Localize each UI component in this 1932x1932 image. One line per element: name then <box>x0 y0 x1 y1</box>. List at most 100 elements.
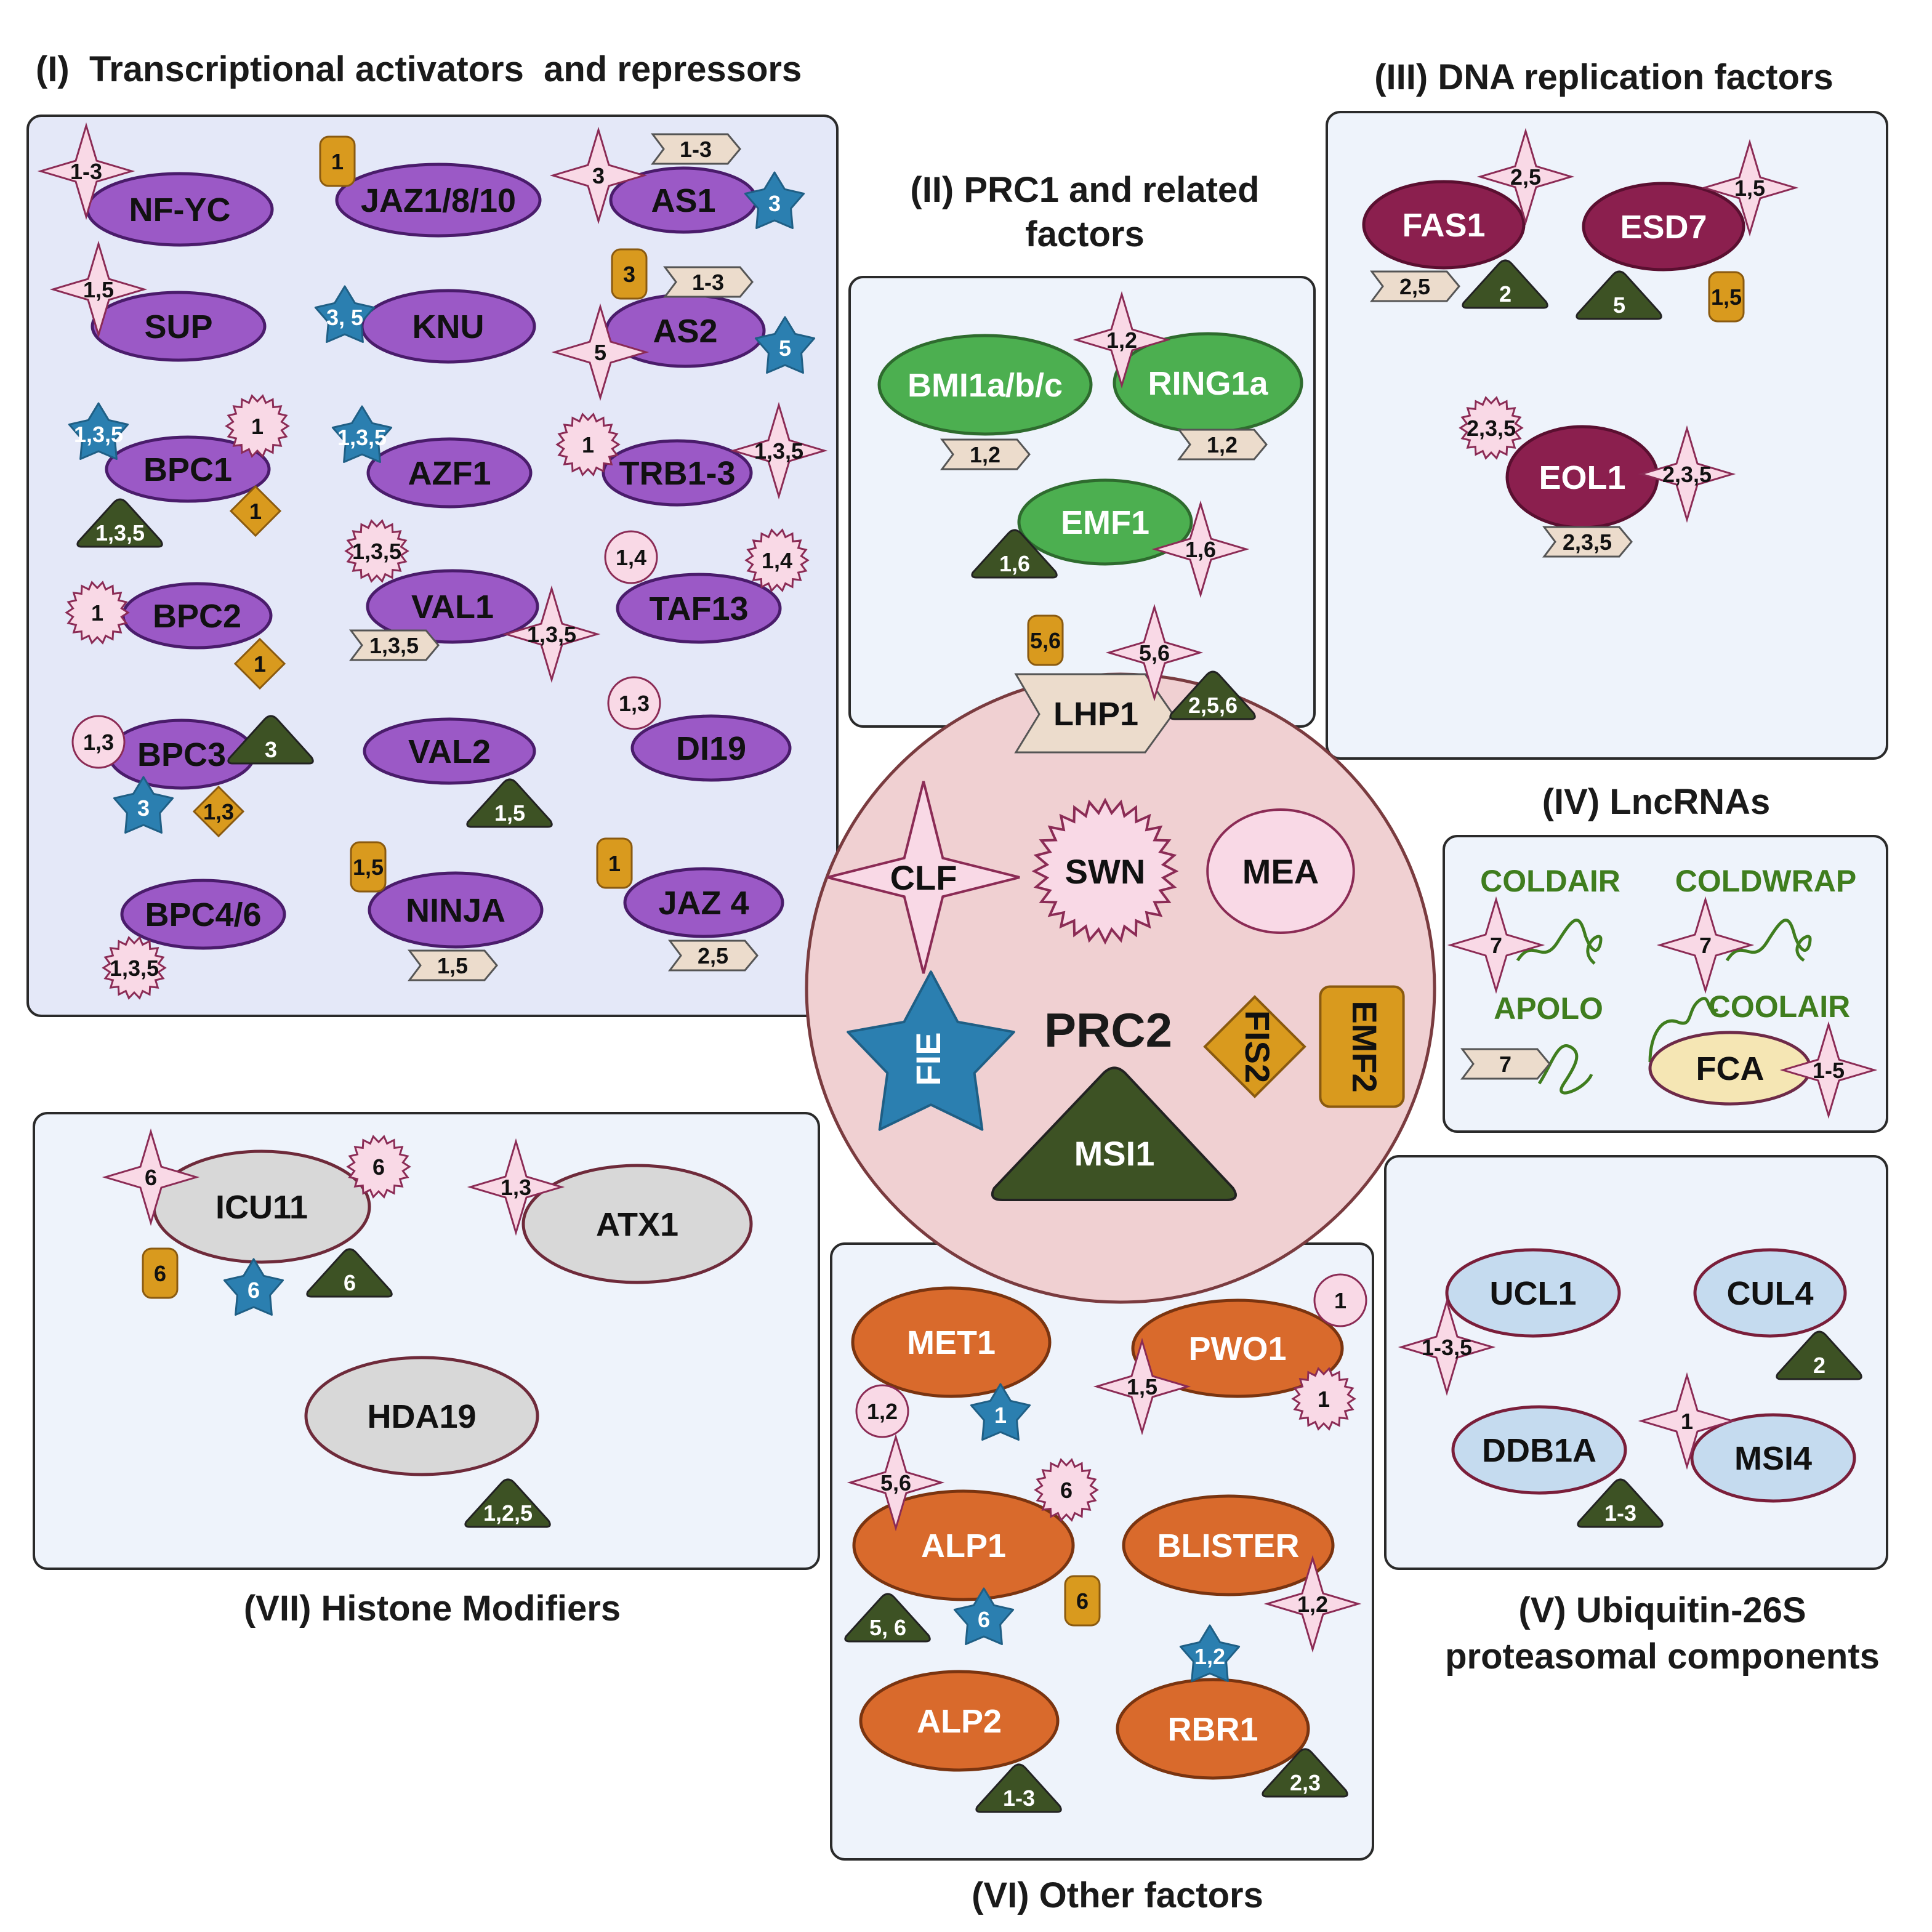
protein-jaz1-8-10: JAZ1/8/101 <box>319 135 542 238</box>
protein-alp1-badge-4-rect: 6 <box>1064 1575 1101 1627</box>
protein-atx1-badge-0-star4-shape <box>467 1138 565 1236</box>
protein-icu11-badge-3-star5-label: 6 <box>248 1278 260 1303</box>
lhp1-protein: LHP1 <box>1014 673 1174 754</box>
protein-bpc3-badge-1-tri-label: 3 <box>265 737 277 762</box>
protein-val1-ellipse <box>366 569 539 644</box>
lncrna-coldair-badge-0-star4-label: 7 <box>1490 933 1502 958</box>
fca-label: FCA <box>1696 1050 1765 1087</box>
protein-bpc2-badge-0-burst-label: 1 <box>91 600 103 626</box>
protein-bpc3-badge-2-star5-label: 3 <box>137 795 150 821</box>
protein-sup-badge-0-star4-label: 1,5 <box>83 277 114 302</box>
protein-alp1-badge-4-rect-label: 6 <box>1076 1588 1089 1614</box>
title-panel-iii: (III) DNA replication factors <box>1374 57 1833 97</box>
protein-icu11-badge-1-burst: 6 <box>346 1135 411 1199</box>
protein-alp1-badge-4-rect-shape <box>1064 1575 1101 1627</box>
title-panel-v-line1: (V) Ubiquitin-26S <box>1518 1590 1806 1630</box>
protein-jaz-4: JAZ 412,5 <box>596 837 784 972</box>
protein-msi4-badge-0-star4-label: 1 <box>1681 1409 1693 1434</box>
protein-di19-badge-0-circle-label: 1,3 <box>619 691 650 716</box>
protein-trb1-3-badge-0-burst-label: 1 <box>582 432 594 457</box>
protein-azf1-ellipse <box>366 437 533 509</box>
protein-nf-yc: NF-YC1-3 <box>37 122 274 247</box>
protein-icu11-badge-4-tri-label: 6 <box>344 1270 356 1295</box>
protein-blister-badge-0-star4-shape <box>1263 1555 1362 1653</box>
protein-emf1-badge-0-tri: 1,6 <box>971 529 1058 579</box>
core-fie-label: FIE <box>909 1032 948 1085</box>
protein-taf13-label: TAF13 <box>649 590 748 627</box>
rna-strand-coolair <box>1648 997 1719 1063</box>
title-panel-v-line2: proteasomal components <box>1445 1636 1880 1676</box>
lhp1-badge-0-rect-shape <box>1027 614 1064 666</box>
protein-cul4-badge-0-tri-shape <box>1776 1330 1862 1380</box>
protein-ucl1-badge-0-star4-label: 1-3,5 <box>1422 1335 1472 1360</box>
protein-cul4-badge-0-tri-label: 2 <box>1813 1353 1825 1378</box>
protein-alp1-badge-0-star4: 5,6 <box>847 1433 945 1532</box>
protein-emf1-badge-0-tri-shape <box>971 529 1058 579</box>
protein-eol1-badge-2-tag-label: 2,3,5 <box>1563 529 1612 555</box>
protein-val1-badge-2-star4: 1,3,5 <box>502 585 601 683</box>
protein-emf1-badge-1-star4-shape <box>1151 500 1250 598</box>
protein-as1-label: AS1 <box>651 182 715 219</box>
protein-ddb1a-label: DDB1A <box>1482 1432 1596 1469</box>
protein-val1-badge-1-tag-shape <box>349 629 440 661</box>
protein-knu-badge-0-star5-label: 3, 5 <box>326 305 363 330</box>
protein-as1-badge-2-star5: 3 <box>744 171 805 229</box>
core-mea-shape <box>1206 808 1355 934</box>
protein-trb1-3-ellipse <box>602 439 753 507</box>
protein-rbr1-badge-0-star5-label: 1,2 <box>1194 1644 1225 1669</box>
protein-as2-badge-2-star4: 5 <box>551 303 650 401</box>
protein-bpc3-badge-0-circle: 1,3 <box>71 715 126 769</box>
protein-bpc3-badge-2-star5-shape <box>113 776 174 834</box>
core-mea: MEA <box>1206 808 1355 934</box>
protein-rbr1-badge-0-star5: 1,2 <box>1179 1624 1241 1682</box>
protein-ucl1-ellipse <box>1445 1248 1621 1338</box>
protein-trb1-3-badge-0-burst: 1 <box>555 413 621 477</box>
fca-badge-0-star4-label: 1-5 <box>1813 1058 1845 1083</box>
protein-ninja-label: NINJA <box>406 892 505 929</box>
prc2-core-label: PRC2 <box>1044 1003 1172 1057</box>
protein-eol1-badge-0-burst-label: 2,3,5 <box>1467 416 1516 441</box>
protein-met1-ellipse <box>851 1286 1052 1398</box>
core-fie: FIE <box>847 970 1015 1131</box>
lhp1-badge-0-rect-label: 5,6 <box>1030 628 1061 653</box>
protein-icu11-badge-2-rect-label: 6 <box>154 1261 166 1286</box>
protein-alp1-badge-0-star4-label: 5,6 <box>880 1470 911 1495</box>
protein-jaz-4-badge-1-tag-label: 2,5 <box>698 943 728 968</box>
protein-rbr1-label: RBR1 <box>1167 1711 1258 1748</box>
protein-cul4-ellipse <box>1693 1248 1847 1338</box>
protein-blister-badge-0-star4: 1,2 <box>1263 1555 1362 1653</box>
protein-trb1-3-badge-1-star4-shape <box>730 401 828 500</box>
core-swn: SWN <box>1031 797 1179 945</box>
protein-fas1-badge-1-tag-label: 2,5 <box>1399 274 1430 299</box>
protein-bpc3-badge-2-star5: 3 <box>113 776 174 834</box>
protein-esd7-badge-0-star4-shape <box>1701 139 1799 237</box>
core-fis2: FIS2 <box>1203 995 1306 1098</box>
protein-eol1-label: EOL1 <box>1539 459 1625 496</box>
protein-esd7-badge-0-star4: 1,5 <box>1701 139 1799 237</box>
protein-esd7-badge-2-rect: 1,5 <box>1708 271 1745 323</box>
protein-as2-badge-0-rect-shape <box>611 248 648 300</box>
protein-bpc1-badge-0-star5-label: 1,3,5 <box>74 422 123 447</box>
protein-trb1-3-badge-0-burst-shape <box>555 413 621 477</box>
protein-rbr1-ellipse <box>1116 1678 1310 1780</box>
protein-ucl1-badge-0-star4-shape <box>1398 1298 1496 1396</box>
protein-bpc1-ellipse <box>105 435 271 503</box>
protein-nf-yc-badge-0-star4-label: 1-3 <box>70 159 102 184</box>
protein-di19-badge-0-circle: 1,3 <box>607 676 661 730</box>
protein-bmi1a-b-c: BMI1a/b/c1,2 <box>877 334 1093 470</box>
protein-ddb1a-ellipse <box>1451 1405 1627 1495</box>
protein-taf13-badge-1-burst-label: 1,4 <box>762 548 792 573</box>
protein-ring1a-badge-0-star4-label: 1,2 <box>1106 328 1137 353</box>
protein-bmi1a-b-c-ellipse <box>877 334 1093 436</box>
protein-as2-badge-0-rect: 3 <box>611 248 648 300</box>
core-msi1: MSI1 <box>991 1066 1238 1201</box>
protein-as2-badge-3-star5-label: 5 <box>779 336 791 361</box>
